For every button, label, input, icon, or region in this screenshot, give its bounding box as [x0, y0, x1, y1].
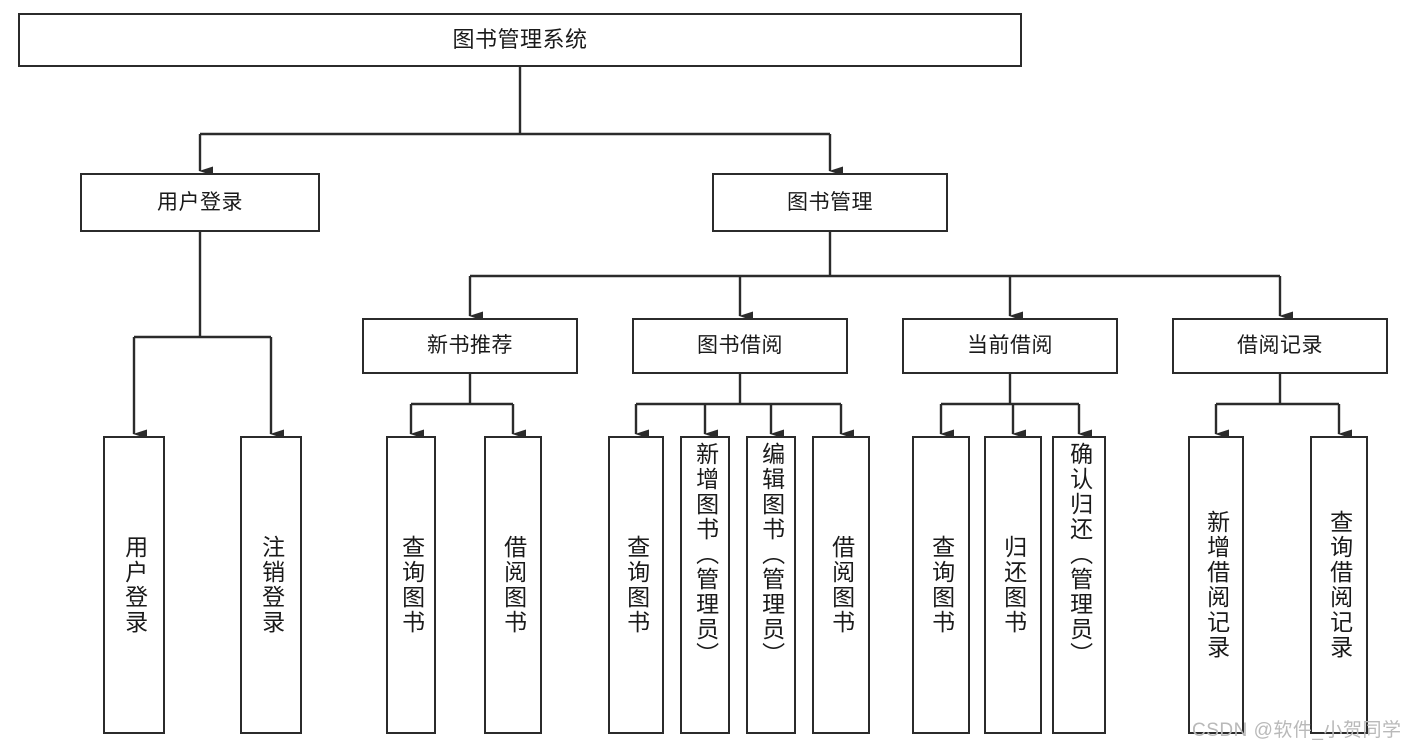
leaf-record-add-label: 新增借阅记录	[1203, 510, 1230, 660]
node-new-book-rec[interactable]: 新书推荐	[362, 318, 578, 374]
leaf-borrow-edit-book[interactable]: 编辑图书（管理员）	[746, 436, 796, 734]
leaf-user-login-label: 用户登录	[121, 535, 148, 635]
leaf-user-logout-label: 注销登录	[258, 535, 285, 635]
node-borrow-record[interactable]: 借阅记录	[1172, 318, 1388, 374]
node-book-manage-label: 图书管理	[787, 190, 873, 214]
leaf-borrow-edit-book-label: 编辑图书（管理员）	[758, 442, 785, 667]
leaf-current-query-book[interactable]: 查询图书	[912, 436, 970, 734]
leaf-current-return-book[interactable]: 归还图书	[984, 436, 1042, 734]
node-book-manage[interactable]: 图书管理	[712, 173, 948, 232]
leaf-current-confirm-return-label: 确认归还（管理员）	[1066, 442, 1093, 667]
node-root[interactable]: 图书管理系统	[18, 13, 1022, 67]
csdn-watermark: CSDN @软件_小贺同学	[1192, 720, 1402, 741]
node-book-borrow[interactable]: 图书借阅	[632, 318, 848, 374]
leaf-user-logout[interactable]: 注销登录	[240, 436, 302, 734]
node-current-borrow-label: 当前借阅	[967, 334, 1053, 358]
leaf-borrow-add-book[interactable]: 新增图书（管理员）	[680, 436, 730, 734]
node-root-label: 图书管理系统	[452, 26, 588, 52]
node-user-login-label: 用户登录	[157, 190, 243, 214]
node-user-login[interactable]: 用户登录	[80, 173, 320, 232]
leaf-borrow-borrow-book-label: 借阅图书	[828, 535, 855, 635]
leaf-rec-borrow-book-label: 借阅图书	[500, 535, 527, 635]
leaf-borrow-borrow-book[interactable]: 借阅图书	[812, 436, 870, 734]
leaf-current-query-book-label: 查询图书	[928, 535, 955, 635]
leaf-record-add[interactable]: 新增借阅记录	[1188, 436, 1244, 734]
leaf-current-return-book-label: 归还图书	[1000, 535, 1027, 635]
node-current-borrow[interactable]: 当前借阅	[902, 318, 1118, 374]
leaf-record-query-label: 查询借阅记录	[1326, 510, 1353, 660]
leaf-rec-borrow-book[interactable]: 借阅图书	[484, 436, 542, 734]
leaf-user-login[interactable]: 用户登录	[103, 436, 165, 734]
leaf-borrow-query-book[interactable]: 查询图书	[608, 436, 664, 734]
leaf-rec-query-book[interactable]: 查询图书	[386, 436, 436, 734]
leaf-rec-query-book-label: 查询图书	[398, 535, 425, 635]
node-book-borrow-label: 图书借阅	[697, 334, 783, 358]
node-borrow-record-label: 借阅记录	[1237, 334, 1323, 358]
leaf-borrow-query-book-label: 查询图书	[623, 535, 650, 635]
leaf-record-query[interactable]: 查询借阅记录	[1310, 436, 1368, 734]
leaf-borrow-add-book-label: 新增图书（管理员）	[692, 442, 719, 667]
leaf-current-confirm-return[interactable]: 确认归还（管理员）	[1052, 436, 1106, 734]
node-new-book-rec-label: 新书推荐	[427, 334, 513, 358]
